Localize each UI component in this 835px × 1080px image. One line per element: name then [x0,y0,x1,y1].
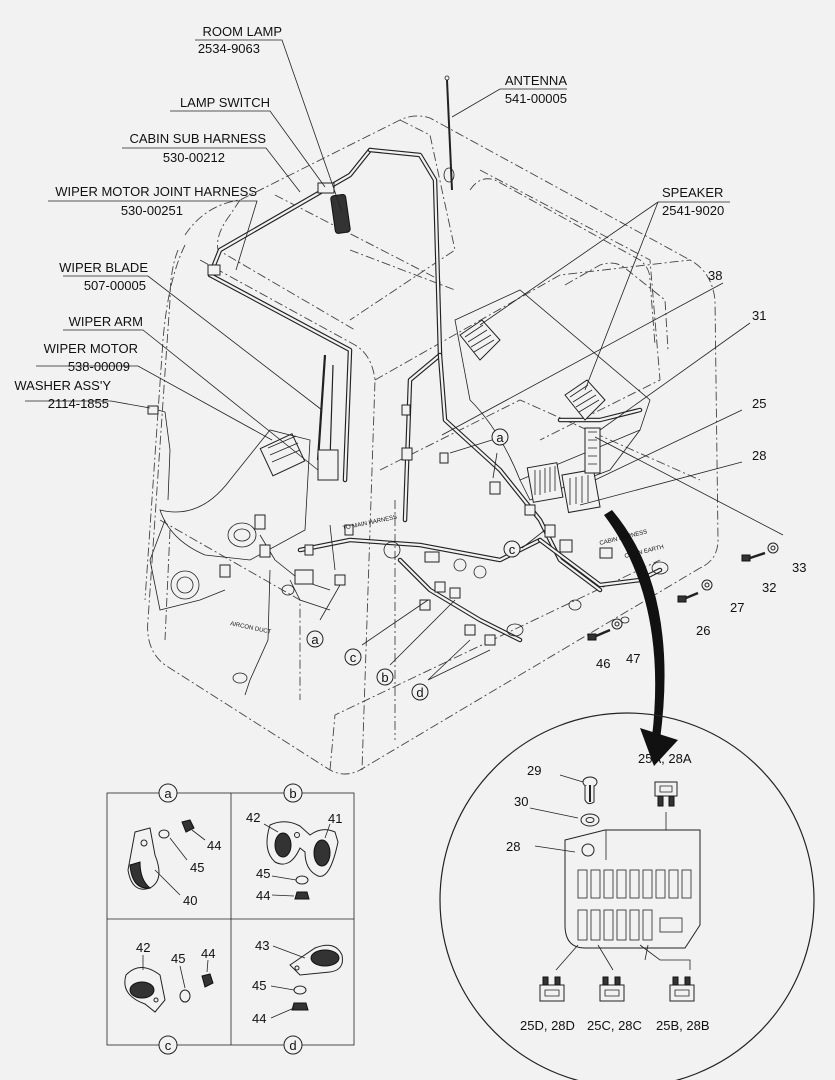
code-wiper-blade: 507-00005 [84,278,146,293]
label-cabin-sub-harness: CABIN SUB HARNESS [129,131,266,146]
callout-46: 46 [596,656,610,671]
detail-b-44: 44 [256,888,270,903]
detail-d-43: 43 [255,938,269,953]
callout-27: 27 [730,600,744,615]
detail-c-45: 45 [171,951,185,966]
label-wiper-arm: WIPER ARM [69,314,143,329]
detail-d-44: 44 [252,1011,266,1026]
callout-26: 26 [696,623,710,638]
detail-d-45: 45 [252,978,266,993]
letter-a-bottom: a [311,632,319,647]
label-room-lamp: ROOM LAMP [203,24,282,39]
detail-b-letter: b [289,786,296,801]
fuse-detail-28: 28 [506,839,520,854]
letter-d: d [416,685,423,700]
fuse-detail-29: 29 [527,763,541,778]
detail-c-44: 44 [201,946,215,961]
fuse-25c [599,976,625,1002]
letter-b: b [381,670,388,685]
screw-32 [741,542,779,562]
screw-46 [587,618,623,641]
detail-d-letter: d [289,1038,296,1053]
detail-a-44: 44 [207,838,221,853]
letter-c-bottom: c [350,650,357,665]
callout-31: 31 [752,308,766,323]
code-speaker: 2541-9020 [662,203,724,218]
fuse-detail-top-label: 25A, 28A [638,751,692,766]
note-aircon-duct: AIRCON DUCT [230,621,272,636]
callout-47: 47 [626,651,640,666]
callout-25: 25 [752,396,766,411]
label-wiper-blade: WIPER BLADE [59,260,148,275]
code-washer-assy: 2114-1855 [48,396,109,411]
fuse-detail-30: 30 [514,794,528,809]
letter-c-right: c [509,542,516,557]
code-wiper-motor: 538-00009 [68,359,130,374]
label-lamp-switch: LAMP SWITCH [180,95,270,110]
label-antenna: ANTENNA [505,73,567,88]
harness-wires [207,147,663,696]
code-room-lamp: 2534-9063 [198,41,260,56]
screw-26 [677,579,713,603]
callout-28: 28 [752,448,766,463]
code-cabin-sub-harness: 530-00212 [163,150,225,165]
label-wiper-motor: WIPER MOTOR [44,341,138,356]
detail-b-42: 42 [246,810,260,825]
label-washer-assy: WASHER ASS'Y [14,378,111,393]
fuse-detail-bottom-right: 25B, 28B [656,1018,710,1033]
code-antenna: 541-00005 [505,91,567,106]
fuse-box-detail: 29 30 28 [439,712,815,1080]
detail-c-42: 42 [136,940,150,955]
callout-32: 32 [762,580,776,595]
label-wiper-motor-joint-harness: WIPER MOTOR JOINT HARNESS [55,184,257,199]
detail-a-40: 40 [183,893,197,908]
fuse-row-top [577,869,692,899]
detail-a-letter: a [164,786,172,801]
detail-c-letter: c [165,1038,172,1053]
fuse-detail-bottom-mid: 25C, 28C [587,1018,642,1033]
fuse-25d [539,976,565,1002]
note-to-main-harness: TO MAIN HARNESS [342,515,398,532]
detail-b-41: 41 [328,811,342,826]
detail-a-45: 45 [190,860,204,875]
cab-outline [144,115,719,775]
detail-b-45: 45 [256,866,270,881]
detail-grid: a b c d 44 45 40 42 41 45 44 [106,783,355,1055]
code-wiper-motor-joint-harness: 530-00251 [121,203,183,218]
callout-33: 33 [792,560,806,575]
label-speaker: SPEAKER [662,185,723,200]
letter-a-top: a [496,430,504,445]
detail-arrow [604,510,665,740]
fuse-row-bottom [577,909,683,941]
callout-38: 38 [708,268,722,283]
cab-parts [147,75,779,684]
fuse-25b [669,976,695,1002]
leader-lines [25,39,784,681]
fuse-detail-bottom-left: 25D, 28D [520,1018,575,1033]
